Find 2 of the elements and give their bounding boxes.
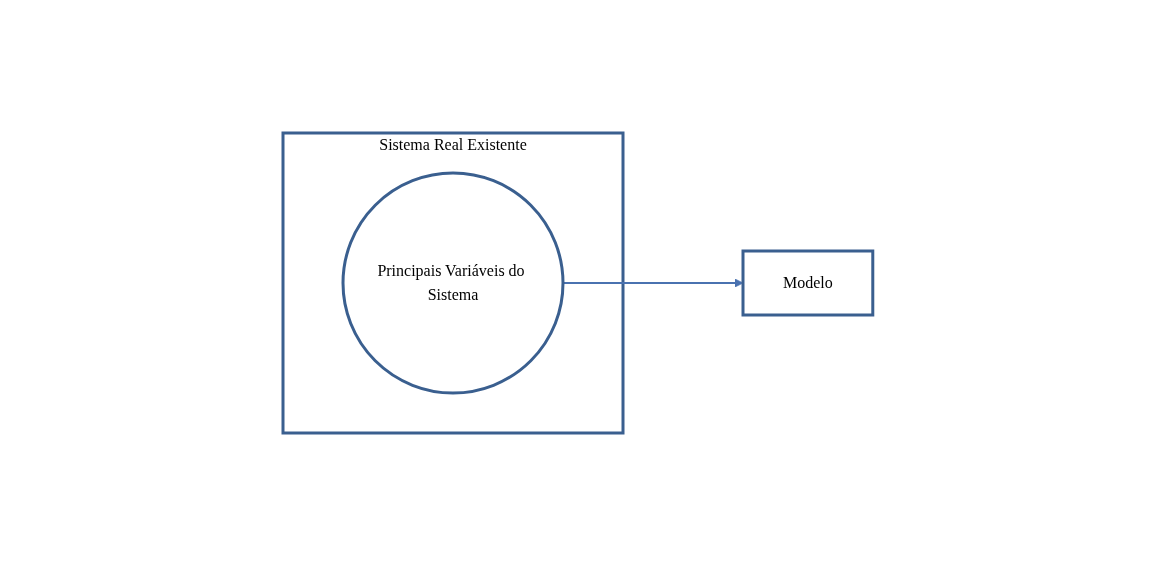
node-circle: Principais Variáveis do Sistema bbox=[341, 171, 565, 395]
node-box: Modelo bbox=[741, 249, 874, 317]
